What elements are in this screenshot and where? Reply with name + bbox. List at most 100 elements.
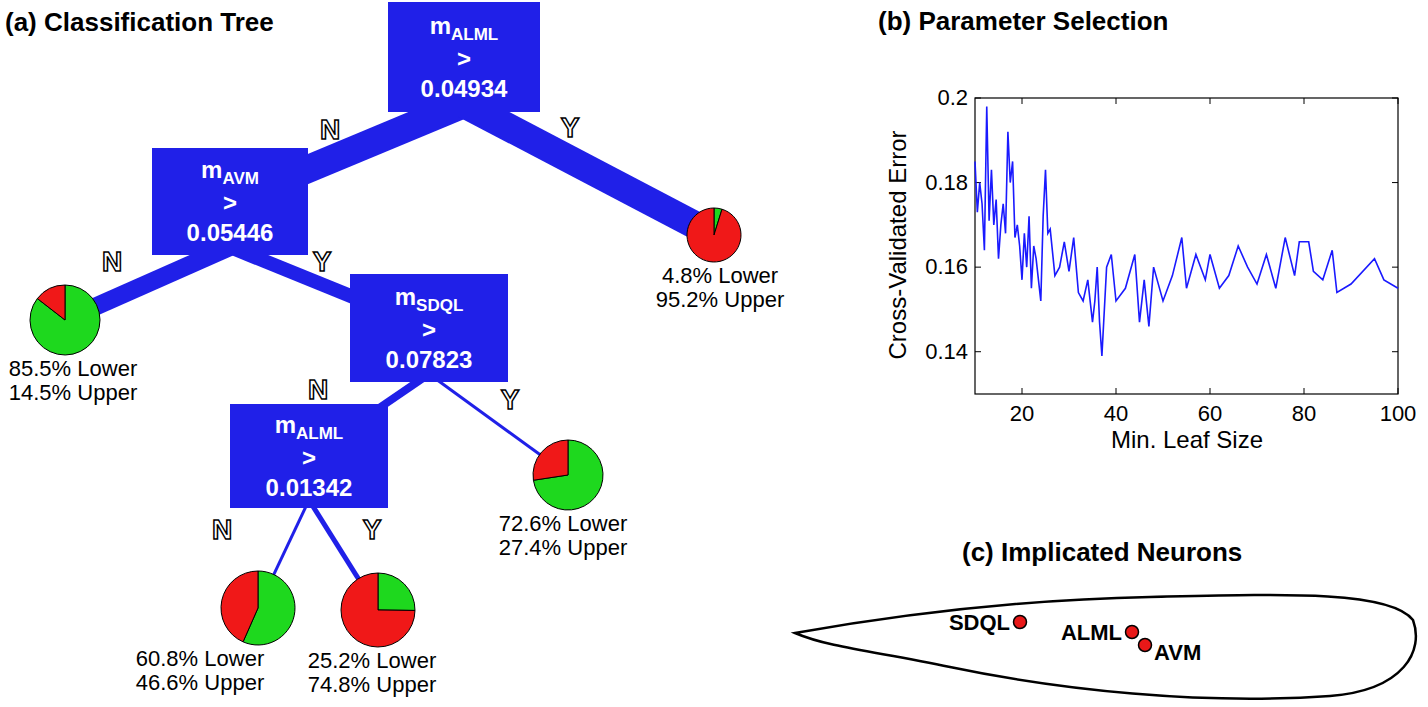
tick-mark bbox=[1392, 98, 1398, 99]
tick-mark bbox=[975, 351, 981, 352]
pie-slice-upper bbox=[221, 571, 258, 642]
leaf-pie: 72.6% Lower27.4% Upper bbox=[532, 439, 604, 511]
tick-mark bbox=[1392, 351, 1398, 352]
tree-branch bbox=[429, 374, 543, 457]
tick-mark bbox=[975, 98, 981, 99]
tick-label: 60 bbox=[1198, 401, 1222, 427]
decision-box: mSDQL>0.07823 bbox=[350, 274, 508, 382]
split-condition: > bbox=[421, 44, 508, 74]
leaf-caption: 4.8% Lower95.2% Upper bbox=[656, 264, 784, 312]
branch-label: N bbox=[320, 114, 340, 146]
error-curve bbox=[975, 106, 1398, 355]
tree-branch bbox=[272, 500, 309, 578]
leaf-pie: 85.5% Lower14.5% Upper bbox=[29, 284, 101, 356]
variable-subscript: AVM bbox=[222, 169, 259, 188]
neuron-dot bbox=[1126, 626, 1139, 639]
variable-name: m bbox=[430, 12, 451, 39]
decision-box: mAVM>0.05446 bbox=[152, 148, 308, 255]
branch-label: Y bbox=[313, 246, 332, 278]
variable-line: mALML bbox=[421, 11, 508, 44]
split-condition: 0.07823 bbox=[386, 345, 473, 375]
variable-name: m bbox=[275, 411, 296, 438]
pie-chart bbox=[686, 207, 742, 263]
leaf-caption: 60.8% Lower46.6% Upper bbox=[136, 647, 264, 695]
decision-box: mALML>0.04934 bbox=[388, 2, 540, 112]
tick-label: 0.14 bbox=[925, 339, 968, 365]
worm-outline bbox=[795, 595, 1416, 699]
tick-mark bbox=[1022, 98, 1023, 104]
class-share: 74.8% Upper bbox=[308, 673, 436, 697]
split-condition: 0.05446 bbox=[187, 218, 274, 248]
tick-mark bbox=[1392, 267, 1398, 268]
pie-slice-upper bbox=[341, 573, 415, 647]
panel-title: (a) Classification Tree bbox=[5, 7, 274, 38]
tick-mark bbox=[1398, 98, 1399, 104]
tree-branch bbox=[300, 104, 464, 172]
branch-label: Y bbox=[561, 112, 580, 144]
pie-slice-lower bbox=[533, 440, 603, 510]
branch-label: Y bbox=[363, 514, 382, 546]
neuron-label: ALML bbox=[1061, 620, 1122, 646]
neuron-label: AVM bbox=[1154, 640, 1201, 666]
class-share: 72.6% Lower bbox=[499, 512, 627, 536]
tick-mark bbox=[975, 267, 981, 268]
panel-title: (b) Parameter Selection bbox=[878, 6, 1168, 37]
tick-mark bbox=[1304, 98, 1305, 104]
class-share: 60.8% Lower bbox=[136, 647, 264, 671]
tick-mark bbox=[1210, 98, 1211, 104]
tick-mark bbox=[1022, 388, 1023, 394]
class-share: 25.2% Lower bbox=[308, 649, 436, 673]
tick-mark bbox=[1392, 182, 1398, 183]
tick-mark bbox=[1116, 98, 1117, 104]
leaf-pie: 25.2% Lower74.8% Upper bbox=[340, 572, 416, 648]
pie-chart bbox=[340, 572, 416, 648]
variable-line: mAVM bbox=[187, 155, 274, 188]
axis-title: Cross-Validated Error bbox=[884, 131, 912, 360]
split-condition: > bbox=[386, 315, 473, 345]
split-condition: 0.04934 bbox=[421, 74, 508, 104]
tick-mark bbox=[1304, 388, 1305, 394]
tick-label: 0.16 bbox=[925, 254, 968, 280]
pie-slice-lower bbox=[378, 573, 415, 610]
class-share: 46.6% Upper bbox=[136, 671, 264, 695]
class-share: 95.2% Upper bbox=[656, 288, 784, 312]
variable-line: mALML bbox=[266, 410, 353, 443]
panel-title: (c) Implicated Neurons bbox=[962, 537, 1242, 568]
decision-box: mALML>0.01342 bbox=[230, 404, 388, 508]
box-content: mSDQL>0.07823 bbox=[386, 282, 473, 375]
class-share: 85.5% Lower bbox=[9, 357, 137, 381]
tree-branch bbox=[464, 104, 694, 224]
tick-mark bbox=[1398, 388, 1399, 394]
branch-label: N bbox=[212, 514, 232, 546]
variable-subscript: ALML bbox=[451, 25, 498, 44]
axis-ticks bbox=[975, 98, 1398, 394]
leaf-pie: 4.8% Lower95.2% Upper bbox=[686, 207, 742, 263]
pie-slice-upper bbox=[687, 208, 741, 262]
class-share: 4.8% Lower bbox=[656, 264, 784, 288]
pie-slice-upper bbox=[533, 440, 568, 480]
tick-label: 0.18 bbox=[925, 170, 968, 196]
tick-label: 100 bbox=[1380, 401, 1417, 427]
branch-label: N bbox=[102, 246, 122, 278]
leaf-pie: 60.8% Lower46.6% Upper bbox=[220, 570, 296, 646]
tick-label: 20 bbox=[1010, 401, 1034, 427]
tree-branch bbox=[93, 247, 230, 307]
tick-label: 0.2 bbox=[937, 85, 968, 111]
tick-label: 40 bbox=[1104, 401, 1128, 427]
leaf-caption: 25.2% Lower74.8% Upper bbox=[308, 649, 436, 697]
leaf-caption: 85.5% Lower14.5% Upper bbox=[9, 357, 137, 405]
variable-subscript: ALML bbox=[296, 424, 343, 443]
tree-branch bbox=[309, 500, 360, 582]
leaf-caption: 72.6% Lower27.4% Upper bbox=[499, 512, 627, 560]
class-share: 27.4% Upper bbox=[499, 536, 627, 560]
split-condition: > bbox=[266, 443, 353, 473]
pie-chart bbox=[220, 570, 296, 646]
pie-chart bbox=[29, 284, 101, 356]
split-condition: > bbox=[187, 188, 274, 218]
pie-slice-lower bbox=[30, 285, 100, 355]
axis-title: Min. Leaf Size bbox=[1111, 426, 1263, 454]
variable-subscript: SDQL bbox=[416, 296, 463, 315]
box-content: mALML>0.04934 bbox=[421, 11, 508, 104]
